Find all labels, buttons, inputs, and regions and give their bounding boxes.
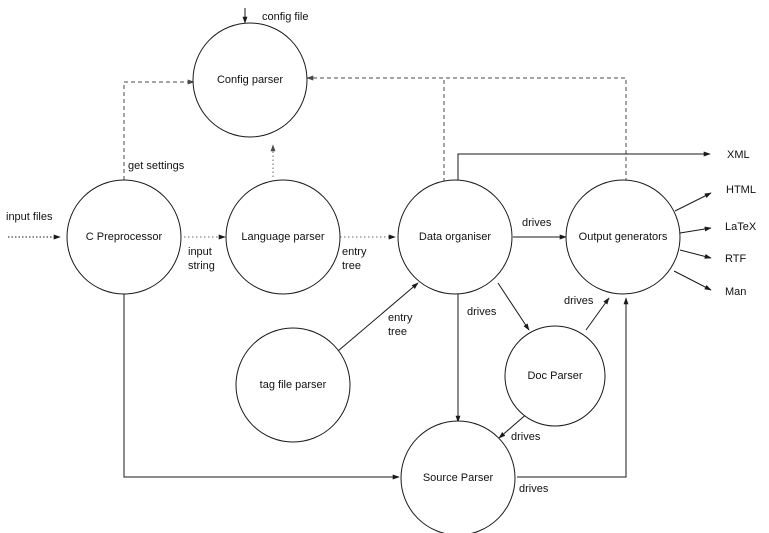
node-tag-file-parser[interactable]: tag file parser: [235, 327, 351, 443]
output-man: Man: [725, 286, 746, 298]
label-entry-tree-line2: tree: [342, 260, 361, 272]
label-entry-tree-tag-line1: entry: [388, 312, 413, 324]
node-language-parser[interactable]: Language parser: [225, 179, 341, 295]
node-c-preprocessor[interactable]: C Preprocessor: [66, 179, 182, 295]
node-source-parser[interactable]: Source Parser: [400, 420, 516, 533]
label-input-files: input files: [6, 211, 53, 223]
label-drives-source-output: drives: [519, 483, 549, 495]
edge-source-to-output: [517, 297, 629, 478]
edge-data-to-xml: [457, 151, 711, 183]
label-drives-doc-output: drives: [564, 295, 594, 307]
output-formats: XML HTML LaTeX RTF Man: [725, 149, 757, 298]
output-html: HTML: [726, 184, 756, 196]
edge-output-to-latex: [679, 226, 712, 234]
label-drives-output: drives: [522, 217, 552, 229]
edge-output-to-rtf: [679, 249, 712, 259]
edge-output-to-html: [674, 192, 712, 212]
node-doc-parser[interactable]: Doc Parser: [504, 325, 606, 427]
node-data-organiser-label: Data organiser: [419, 231, 491, 243]
edges: [8, 8, 712, 480]
node-language-parser-label: Language parser: [241, 231, 325, 243]
node-c-preprocessor-label: C Preprocessor: [86, 231, 163, 243]
nodes: Config parser C Preprocessor Language pa…: [66, 22, 681, 533]
label-entry-tree-tag-line2: tree: [388, 326, 407, 338]
label-drives-source: drives: [467, 306, 497, 318]
node-source-parser-label: Source Parser: [423, 472, 494, 484]
edge-data-to-doc: [497, 282, 530, 331]
node-data-organiser[interactable]: Data organiser: [397, 179, 513, 295]
node-doc-parser-label: Doc Parser: [527, 370, 582, 382]
edge-doc-to-output: [585, 297, 610, 331]
label-input-string-line2: string: [188, 260, 215, 272]
label-drives-doc-source: drives: [511, 431, 541, 443]
label-entry-tree-line1: entry: [342, 246, 367, 258]
edge-output-to-config: [306, 75, 627, 182]
output-rtf: RTF: [725, 253, 746, 265]
edge-preprocessor-to-source: [123, 294, 400, 480]
edge-labels: config file input files get settings inp…: [6, 11, 594, 495]
node-tag-file-parser-label: tag file parser: [260, 379, 327, 391]
output-latex: LaTeX: [725, 221, 757, 233]
node-config-parser[interactable]: Config parser: [192, 22, 308, 138]
label-input-string-line1: input: [188, 246, 212, 258]
edge-preprocessor-to-config: [123, 79, 195, 180]
edge-tagfile-to-data: [337, 282, 419, 352]
edge-output-to-man: [673, 270, 712, 291]
node-output-generators[interactable]: Output generators: [565, 179, 681, 295]
output-xml: XML: [727, 149, 750, 161]
node-output-generators-label: Output generators: [579, 231, 668, 243]
edge-doc-to-source: [498, 411, 530, 439]
label-get-settings: get settings: [128, 160, 185, 172]
label-config-file: config file: [262, 11, 308, 23]
node-config-parser-label: Config parser: [217, 74, 283, 86]
